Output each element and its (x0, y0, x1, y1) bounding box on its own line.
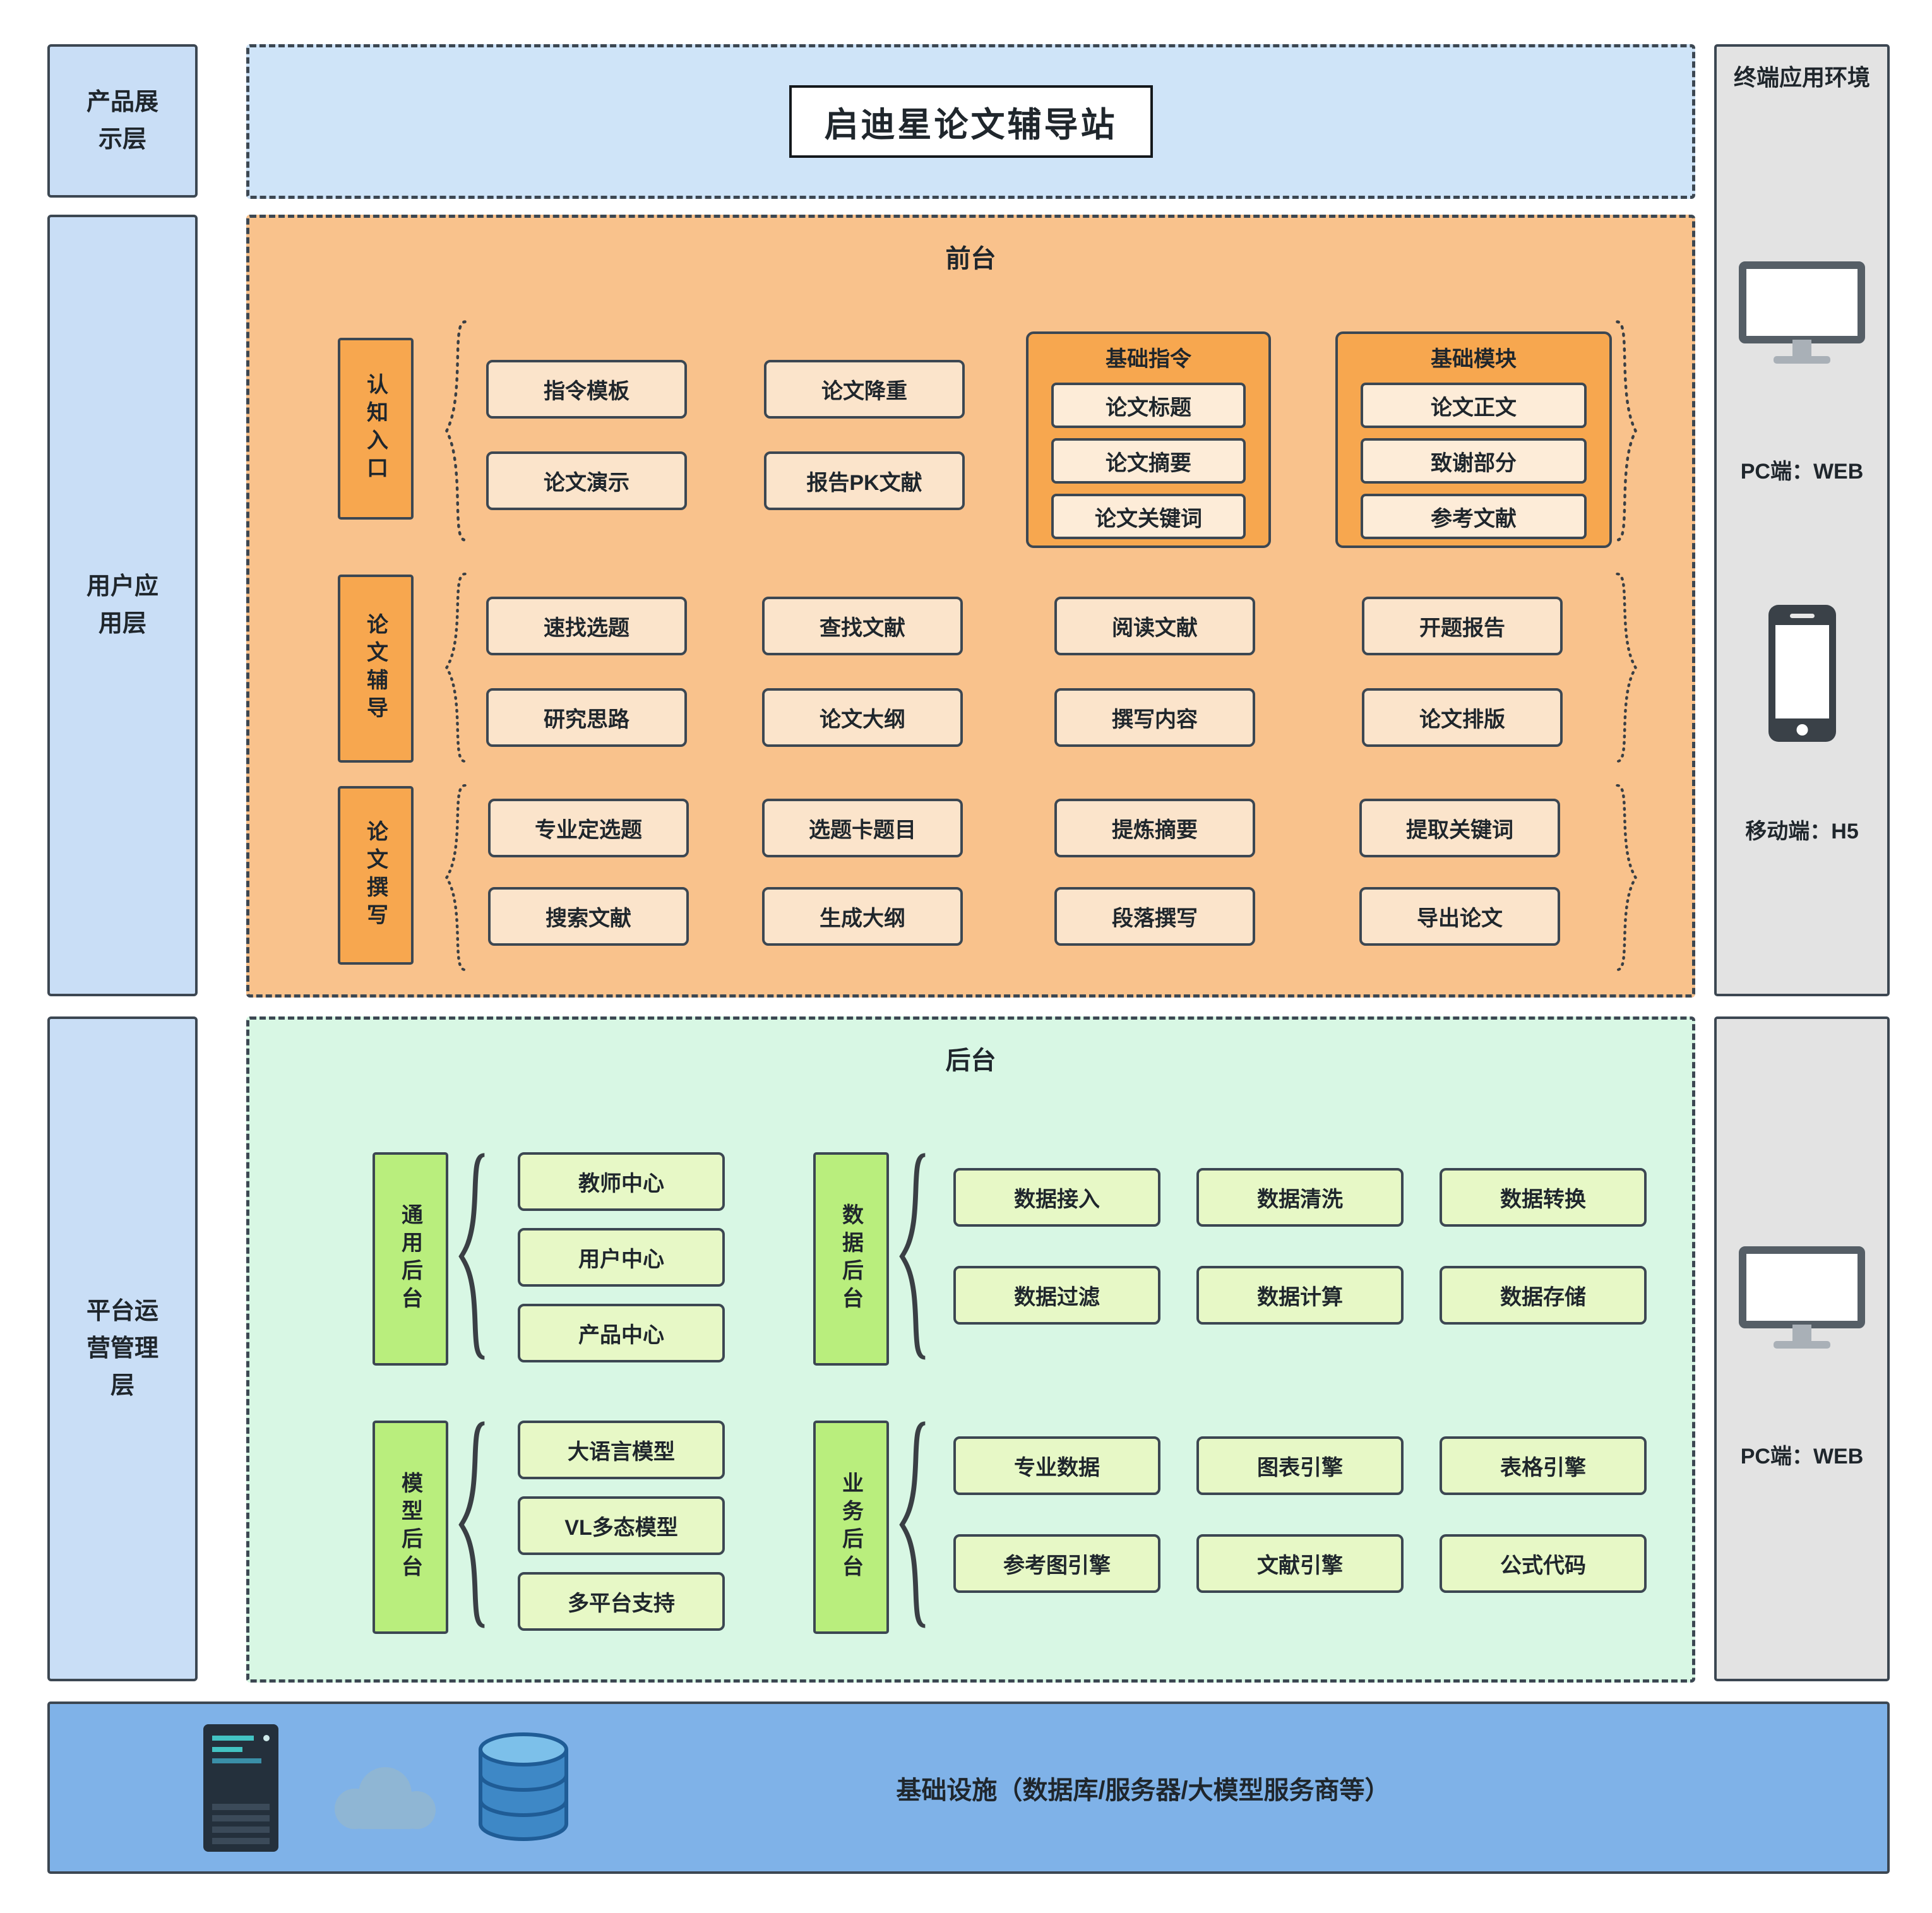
node-references: 参考文献 (1361, 494, 1587, 539)
node-paper-keywords: 论文关键词 (1051, 494, 1246, 539)
layer-label: 平台运营管理层 (86, 1298, 158, 1399)
terminal-environment-panel: 终端应用环境 PC端：WEB 移动端：H5 (1714, 44, 1890, 996)
node-table-engine: 表格引擎 (1440, 1436, 1647, 1495)
node-read-literature: 阅读文献 (1054, 597, 1255, 655)
node-literature-engine: 文献引擎 (1196, 1534, 1404, 1593)
node-reference-image-engine: 参考图引擎 (953, 1534, 1160, 1593)
node-data-backend: 数据后台 (813, 1152, 889, 1366)
node-pro-topic-selection: 专业定选题 (488, 799, 689, 857)
node-search-literature: 搜索文献 (488, 887, 689, 946)
node-teacher-center: 教师中心 (518, 1152, 725, 1211)
database-icon (473, 1729, 574, 1849)
node-export-paper: 导出论文 (1359, 887, 1560, 946)
brace-decoration (898, 1421, 929, 1629)
node-report-pk-literature: 报告PK文献 (764, 451, 965, 510)
node-paper-writing: 论文撰写 (338, 786, 414, 965)
backend-panel: 后台 通用后台 教师中心 用户中心 产品中心 数据后台 数据接入 数据清洗 数据… (246, 1016, 1695, 1683)
node-product-center: 产品中心 (518, 1304, 725, 1362)
left-brace-decoration (444, 571, 468, 764)
node-command-template: 指令模板 (486, 360, 687, 419)
infrastructure-label: 基础设施（数据库/服务器/大模型服务商等） (896, 1776, 1390, 1804)
node-find-literature: 查找文献 (762, 597, 963, 655)
layer-label: 用户应用层 (86, 573, 158, 637)
node-paper-abstract: 论文摘要 (1051, 438, 1246, 484)
brace-decoration (458, 1152, 488, 1361)
page-title: 启迪星论文辅导站 (789, 85, 1153, 158)
node-paper-demo: 论文演示 (486, 451, 687, 510)
node-data-compute: 数据计算 (1196, 1266, 1404, 1325)
layer-platform-ops: 平台运营管理层 (47, 1016, 198, 1681)
node-data-transform: 数据转换 (1440, 1168, 1647, 1227)
node-paper-title: 论文标题 (1051, 383, 1246, 428)
brace-decoration (458, 1421, 488, 1629)
right-brace-decoration (1614, 783, 1638, 972)
node-llm: 大语言模型 (518, 1421, 725, 1479)
frontend-title: 前台 (945, 245, 996, 273)
node-research-idea: 研究思路 (486, 688, 687, 747)
node-generate-outline: 生成大纲 (762, 887, 963, 946)
backend-title: 后台 (945, 1047, 996, 1075)
pc-web-label: PC端：WEB (1740, 1445, 1864, 1469)
node-data-filter: 数据过滤 (953, 1266, 1160, 1325)
node-professional-data: 专业数据 (953, 1436, 1160, 1495)
left-brace-decoration (444, 783, 468, 972)
infrastructure-bar: 基础设施（数据库/服务器/大模型服务商等） (47, 1701, 1890, 1874)
monitor-icon (1739, 1246, 1865, 1357)
node-vl-multimodal: VL多态模型 (518, 1496, 725, 1555)
node-data-ingest: 数据接入 (953, 1168, 1160, 1227)
node-acknowledgement: 致谢部分 (1361, 438, 1587, 484)
node-formula-code: 公式代码 (1440, 1534, 1647, 1593)
node-multi-platform: 多平台支持 (518, 1572, 725, 1631)
node-paper-dedup: 论文降重 (764, 360, 965, 419)
server-icon (198, 1722, 283, 1857)
group-title: 基础模块 (1431, 347, 1517, 371)
node-paper-outline: 论文大纲 (762, 688, 963, 747)
node-quick-topic: 速找选题 (486, 597, 687, 655)
monitor-icon (1739, 261, 1865, 372)
group-basic-modules: 基础模块 论文正文 致谢部分 参考文献 (1335, 331, 1612, 548)
terminal-environment-panel-bottom: PC端：WEB (1714, 1016, 1890, 1681)
node-paper-typesetting: 论文排版 (1362, 688, 1563, 747)
node-general-backend: 通用后台 (373, 1152, 448, 1366)
title-strip: 启迪星论文辅导站 (246, 44, 1695, 199)
layer-label: 产品展示层 (86, 88, 158, 153)
phone-icon (1766, 602, 1839, 748)
cloud-icon (318, 1761, 451, 1839)
node-paragraph-writing: 段落撰写 (1054, 887, 1255, 946)
left-brace-decoration (444, 319, 468, 543)
brace-decoration (898, 1152, 929, 1361)
node-proposal-report: 开题报告 (1362, 597, 1563, 655)
node-chart-engine: 图表引擎 (1196, 1436, 1404, 1495)
node-write-content: 撰写内容 (1054, 688, 1255, 747)
frontend-panel: 前台 认知入口 指令模板 论文演示 论文降重 报告PK文献 基础指令 论文标题 … (246, 215, 1695, 998)
node-user-center: 用户中心 (518, 1228, 725, 1287)
node-paper-body: 论文正文 (1361, 383, 1587, 428)
node-topic-card-title: 选题卡题目 (762, 799, 963, 857)
pc-web-label: PC端：WEB (1740, 460, 1864, 484)
right-brace-decoration (1614, 319, 1638, 543)
node-data-cleaning: 数据清洗 (1196, 1168, 1404, 1227)
node-extract-keywords: 提取关键词 (1359, 799, 1560, 857)
node-extract-abstract: 提炼摘要 (1054, 799, 1255, 857)
node-data-storage: 数据存储 (1440, 1266, 1647, 1325)
layer-user-application: 用户应用层 (47, 215, 198, 996)
mobile-h5-label: 移动端：H5 (1745, 819, 1859, 843)
group-title: 基础指令 (1106, 347, 1191, 371)
group-basic-commands: 基础指令 论文标题 论文摘要 论文关键词 (1026, 331, 1271, 548)
node-model-backend: 模型后台 (373, 1421, 448, 1634)
right-brace-decoration (1614, 571, 1638, 764)
node-cognition-entry: 认知入口 (338, 338, 414, 520)
layer-product-display: 产品展示层 (47, 44, 198, 198)
node-paper-tutoring: 论文辅导 (338, 575, 414, 763)
terminal-title: 终端应用环境 (1733, 64, 1870, 90)
node-business-backend: 业务后台 (813, 1421, 889, 1634)
